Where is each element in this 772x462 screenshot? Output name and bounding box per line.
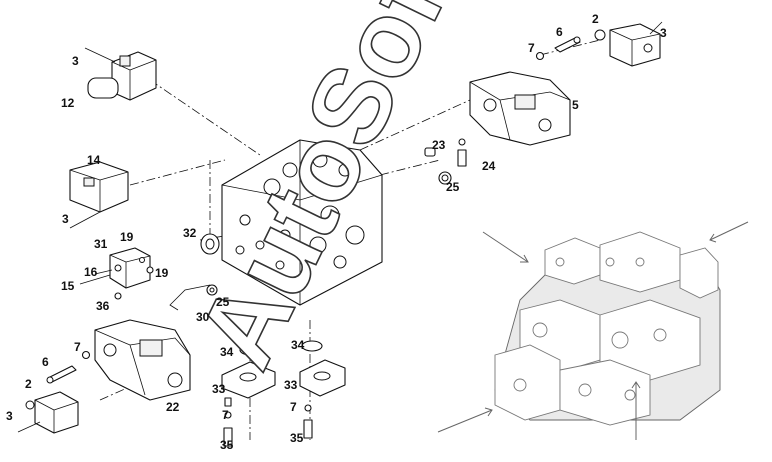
plugs-23-24-25 — [424, 138, 467, 185]
label-22: 22 — [166, 400, 180, 414]
label-33-right: 33 — [284, 378, 298, 392]
label-12: 12 — [61, 96, 75, 110]
label-6-top: 6 — [556, 25, 563, 39]
label-6-bottom: 6 — [42, 355, 49, 369]
main-valve-block — [221, 139, 383, 306]
flange-33-right — [299, 340, 346, 439]
label-15: 15 — [61, 279, 75, 293]
label-35-left: 35 — [220, 438, 234, 452]
small-solenoid-top-right — [594, 21, 663, 67]
label-24: 24 — [482, 159, 496, 173]
label-30: 30 — [196, 310, 210, 324]
label-3-bottom-left: 3 — [6, 409, 13, 423]
bolt-6-top — [535, 36, 581, 61]
label-36: 36 — [96, 299, 110, 313]
label-2-top-right: 2 — [592, 12, 599, 26]
label-34-right: 34 — [291, 338, 305, 352]
label-19-right: 19 — [155, 266, 169, 280]
cover-31 — [79, 247, 154, 300]
label-34-left: 34 — [220, 345, 234, 359]
tube-30 — [169, 284, 218, 311]
label-19-top: 19 — [120, 230, 134, 244]
label-7-flange-left: 7 — [222, 408, 229, 422]
label-31: 31 — [94, 237, 108, 251]
view-arrows — [437, 221, 749, 440]
small-solenoid-bottom-left — [17, 391, 79, 434]
label-23: 23 — [432, 138, 446, 152]
valve-section-5 — [469, 71, 571, 146]
flange-33-left — [221, 344, 276, 447]
assembled-view — [494, 231, 721, 426]
label-35-right: 35 — [290, 431, 304, 445]
valve-section-22 — [94, 319, 191, 401]
label-33-left: 33 — [212, 382, 226, 396]
solenoid-valve-12 — [84, 47, 157, 101]
assembly-center-lines — [99, 39, 601, 440]
label-14: 14 — [87, 153, 101, 167]
bolt-6-bottom — [46, 350, 91, 384]
label-7-flange-right: 7 — [290, 400, 297, 414]
label-3-mid-left: 3 — [62, 212, 69, 226]
label-3-upper-left: 3 — [72, 54, 79, 68]
label-5: 5 — [572, 98, 579, 112]
label-25-right: 25 — [446, 180, 460, 194]
label-25-lower: 25 — [216, 295, 230, 309]
label-16: 16 — [84, 265, 98, 279]
label-3-top-right: 3 — [660, 26, 667, 40]
watermark: AutoSoft — [174, 0, 483, 385]
label-7-top: 7 — [528, 41, 535, 55]
label-32: 32 — [183, 226, 197, 240]
label-7-bottom: 7 — [74, 340, 81, 354]
plug-32 — [200, 233, 220, 255]
part-labels: 2 3 6 7 5 3 12 14 3 23 24 25 32 31 19 19… — [6, 12, 667, 452]
label-2-bottom-left: 2 — [25, 377, 32, 391]
solenoid-valve-14 — [69, 161, 129, 229]
